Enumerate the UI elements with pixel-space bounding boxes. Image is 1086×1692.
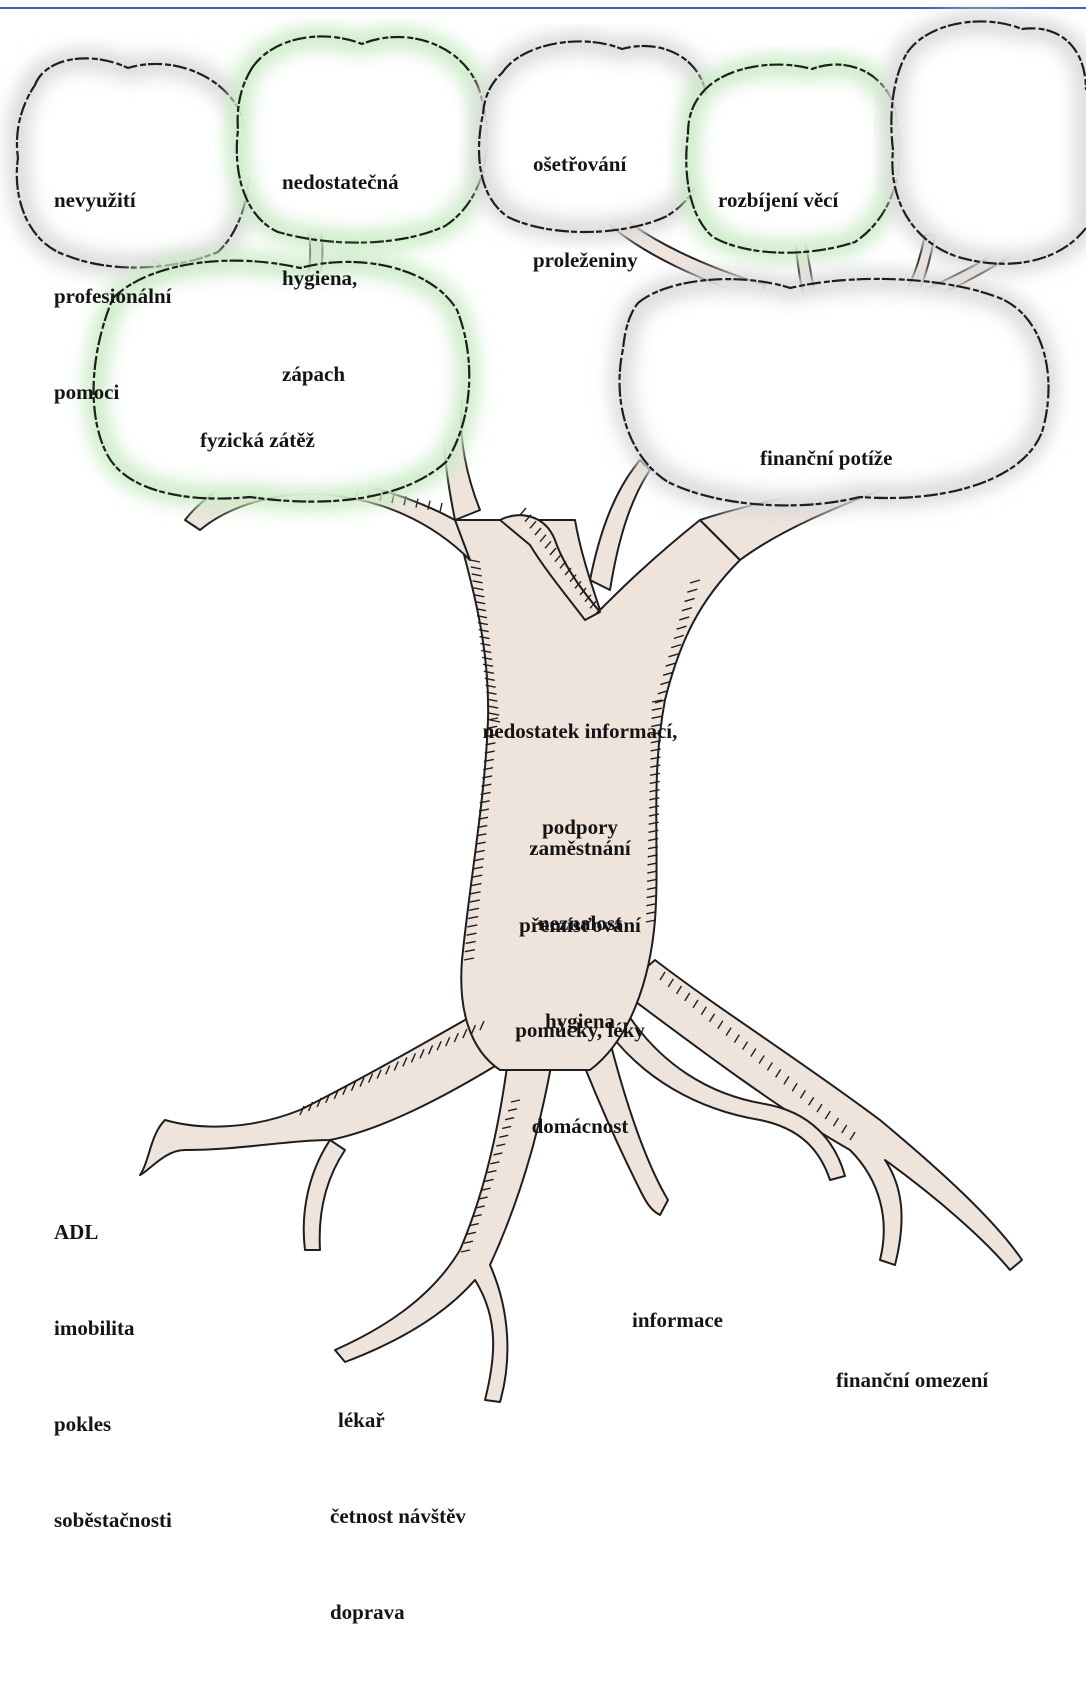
root-label-line: informace — [632, 1304, 723, 1336]
trunk-label-line: domácnost — [470, 1110, 690, 1142]
trunk-label-line: pomůcky, léky — [470, 1014, 690, 1046]
root-left-sub — [304, 1140, 345, 1250]
crown-label-line: pomoci — [54, 376, 171, 408]
root-label-line: doprava — [330, 1596, 466, 1628]
trunk-label-line: nedostatek informací, — [440, 715, 720, 747]
crown-label-line: proleženiny — [533, 244, 638, 276]
bark-hatch — [440, 503, 442, 512]
root-label-line: četnost návštěv — [330, 1500, 466, 1532]
root-label-line: pokles — [54, 1408, 172, 1440]
crown-label-pressure-ulcer-care: ošetřování proleženiny — [533, 84, 638, 340]
crown-label-line: profesionální — [54, 280, 171, 312]
root-label-adl: ADL imobilita pokles soběstačnosti — [54, 1152, 172, 1600]
crown-label-line: nevyužití — [54, 184, 171, 216]
trunk-label-aids: pomůcky, léky domácnost — [470, 950, 690, 1206]
crown-label-professional-help: nevyužití profesionální pomoci — [54, 120, 171, 472]
root-label-doctor: lékař četnost návštěv doprava — [330, 1340, 466, 1692]
crown-label-line: ošetřování — [533, 148, 638, 180]
trunk-label-line: přemísťování — [480, 909, 680, 941]
problem-tree-diagram: nevyužití profesionální pomoci nedostate… — [0, 0, 1086, 1456]
crown-label-line: hygiena, — [282, 262, 399, 294]
crown-label-breaking-things: rozbíjení věcí — [718, 120, 838, 280]
crown-label-line: nedostatečná — [282, 166, 399, 198]
bark-hatch — [520, 508, 526, 515]
root-label-financial-limits: finanční omezení — [836, 1300, 988, 1460]
root-left — [140, 1000, 505, 1175]
crown-label-physical-burden: fyzická zátěž — [200, 360, 315, 520]
root-label-line: ADL — [54, 1216, 172, 1248]
crown-label-line: finanční potíže — [760, 442, 892, 474]
crown-label-line: fyzická zátěž — [200, 424, 315, 456]
root-label-line: imobilita — [54, 1312, 172, 1344]
crown-label-financial-difficulties: finanční potíže — [760, 378, 892, 538]
crown-label-line: rozbíjení věcí — [718, 184, 838, 216]
root-label-line: finanční omezení — [836, 1364, 988, 1396]
root-label-line: lékař — [330, 1404, 466, 1436]
root-label-line: soběstačnosti — [54, 1504, 172, 1536]
root-label-information: informace — [632, 1240, 723, 1400]
crown-shape-empty — [891, 21, 1086, 263]
